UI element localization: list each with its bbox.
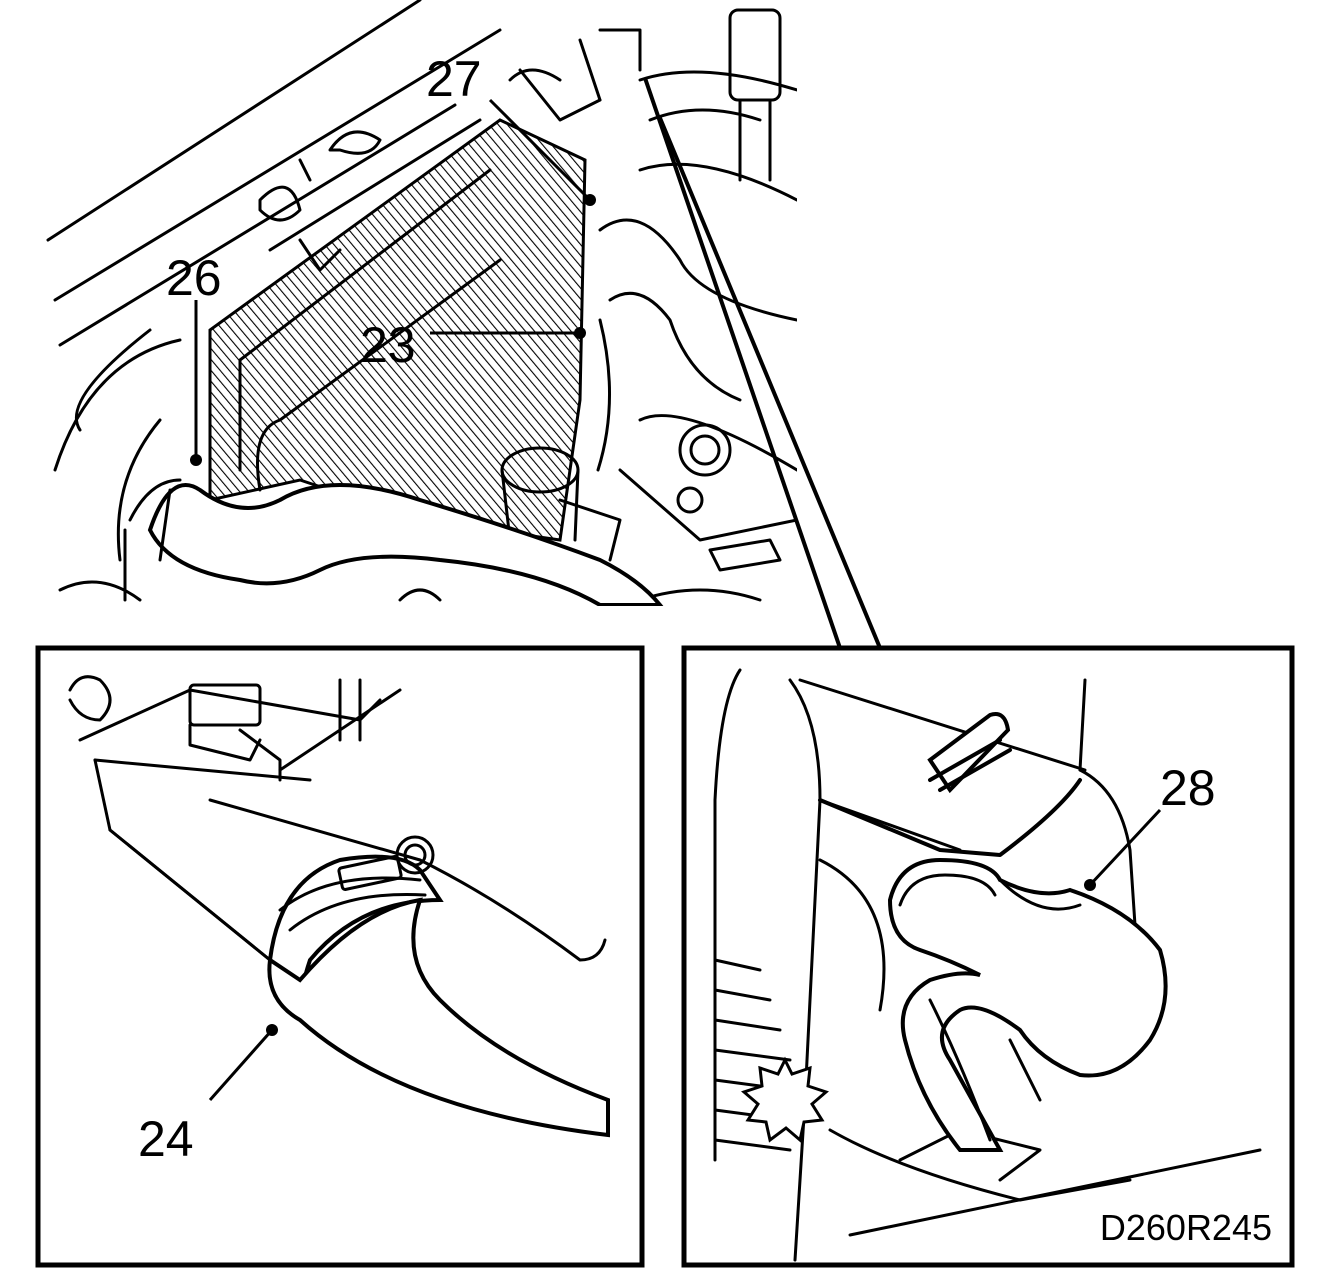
callout-24-dot: [266, 1024, 278, 1036]
callout-28-leader: [1088, 808, 1162, 887]
figure-code: D260R245: [1100, 1207, 1272, 1248]
callout-28: 28: [1160, 760, 1216, 816]
hose-clamp-detail: [68, 675, 610, 1138]
radiator-hose: [147, 483, 664, 606]
callout-26: 26: [166, 250, 222, 306]
callout-27: 27: [426, 51, 482, 107]
retaining-strap: [887, 857, 1168, 1152]
callout-23: 23: [360, 317, 416, 373]
callout-24: 24: [138, 1111, 194, 1167]
hose-end: [267, 897, 610, 1138]
callout-24-leader: [208, 1029, 274, 1101]
spring-clip-detail: [713, 668, 1262, 1262]
fan-hub-icon: [741, 1056, 829, 1143]
detail-zoom-lines: [643, 77, 882, 649]
top-callout-leaders: [194, 98, 592, 460]
engine-bay-drawing: [46, 0, 797, 606]
callout-dots: [190, 194, 596, 466]
callout-28-dot: [1084, 879, 1096, 891]
